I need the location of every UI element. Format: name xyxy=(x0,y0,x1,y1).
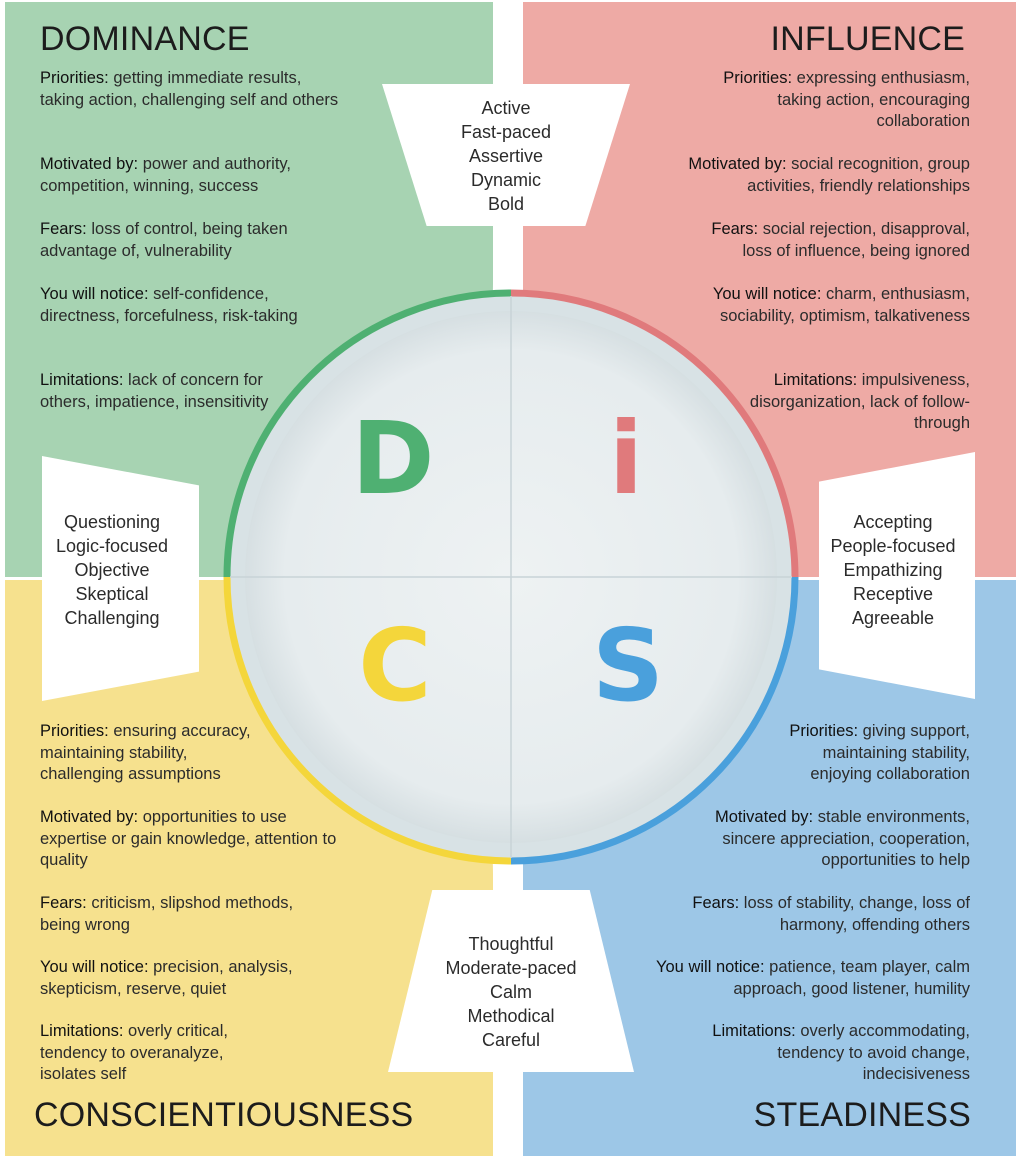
dominance-motivated-by: Motivated by: power and authority, compe… xyxy=(40,155,292,195)
trait-item: Methodical xyxy=(467,1006,555,1026)
trait-item: Moderate-paced xyxy=(445,958,577,978)
dominance-title: DOMINANCE xyxy=(40,20,250,58)
influence-arc xyxy=(510,289,799,578)
steadiness-motivated-by: Motivated by: stable environments, since… xyxy=(715,808,970,869)
influence-you-will-notice: You will notice: charm, enthusiasm, soci… xyxy=(712,285,970,325)
dominance-limitations: Limitations: lack of concern for others,… xyxy=(40,371,269,411)
steadiness-arc xyxy=(510,576,799,865)
conscientiousness-motivated-by: Motivated by: opportunities to use exper… xyxy=(40,808,337,869)
trait-box-right xyxy=(819,452,975,699)
dominance-you-will-notice: You will notice: self-confidence, direct… xyxy=(40,285,298,325)
influence-limitations: Limitations: impulsiveness, disorganizat… xyxy=(749,371,970,432)
trait-item: Assertive xyxy=(468,146,544,166)
trait-item: Careful xyxy=(481,1030,541,1050)
conscientiousness-priorities: Priorities: ensuring accuracy, maintaini… xyxy=(40,722,251,783)
trait-item: People-focused xyxy=(830,536,956,556)
trait-item: Skeptical xyxy=(75,584,149,604)
trait-item: Logic-focused xyxy=(55,536,169,556)
trait-box-left xyxy=(42,456,199,701)
steadiness-you-will-notice: You will notice: patience, team player, … xyxy=(656,958,970,998)
traits-bottom: Thoughtful Moderate-paced Calm Methodica… xyxy=(412,932,610,1052)
traits-right: Accepting People-focused Empathizing Rec… xyxy=(822,510,964,630)
trait-item: Active xyxy=(481,98,531,118)
conscientiousness-limitations: Limitations: overly critical, tendency t… xyxy=(40,1022,228,1083)
influence-fears: Fears: social rejection, disapproval, lo… xyxy=(711,220,970,260)
conscientiousness-you-will-notice: You will notice: precision, analysis, sk… xyxy=(40,958,293,998)
letter-d: D xyxy=(351,400,434,517)
influence-priorities: Priorities: expressing enthusiasm, takin… xyxy=(723,69,970,130)
influence-title: INFLUENCE xyxy=(770,20,965,58)
trait-item: Thoughtful xyxy=(468,934,554,954)
steadiness-fears: Fears: loss of stability, change, loss o… xyxy=(692,894,970,934)
influence-motivated-by: Motivated by: social recognition, group … xyxy=(688,155,970,195)
traits-left: Questioning Logic-focused Objective Skep… xyxy=(42,510,182,630)
trait-item: Questioning xyxy=(63,512,161,532)
traits-top: Active Fast-paced Assertive Dynamic Bold xyxy=(412,96,600,216)
conscientiousness-title: CONSCIENTIOUSNESS xyxy=(34,1096,414,1134)
trait-item: Objective xyxy=(74,560,150,580)
conscientiousness-fears: Fears: criticism, slipshod methods, bein… xyxy=(40,894,294,934)
trait-box-bottom xyxy=(388,890,634,1072)
trait-item: Fast-paced xyxy=(460,122,552,142)
dominance-priorities: Priorities: getting immediate results, t… xyxy=(40,69,339,109)
trait-box-top xyxy=(382,84,630,226)
trait-item: Receptive xyxy=(852,584,934,604)
letter-s: S xyxy=(592,607,664,724)
trait-item: Agreeable xyxy=(851,608,935,628)
trait-item: Challenging xyxy=(64,608,160,628)
trait-item: Accepting xyxy=(853,512,933,532)
trait-item: Empathizing xyxy=(843,560,943,580)
conscientiousness-arc xyxy=(223,576,512,865)
letter-i: i xyxy=(609,400,643,517)
steadiness-limitations: Limitations: overly accommodating, tende… xyxy=(712,1022,970,1083)
trait-item: Calm xyxy=(489,982,532,1002)
dominance-arc xyxy=(223,289,512,578)
steadiness-title: STEADINESS xyxy=(753,1096,971,1134)
trait-item: Bold xyxy=(487,194,525,214)
dominance-fears: Fears: loss of control, being taken adva… xyxy=(40,220,288,260)
steadiness-priorities: Priorities: giving support, maintaining … xyxy=(789,722,970,783)
letter-c: C xyxy=(358,607,431,724)
trait-item: Dynamic xyxy=(470,170,541,190)
